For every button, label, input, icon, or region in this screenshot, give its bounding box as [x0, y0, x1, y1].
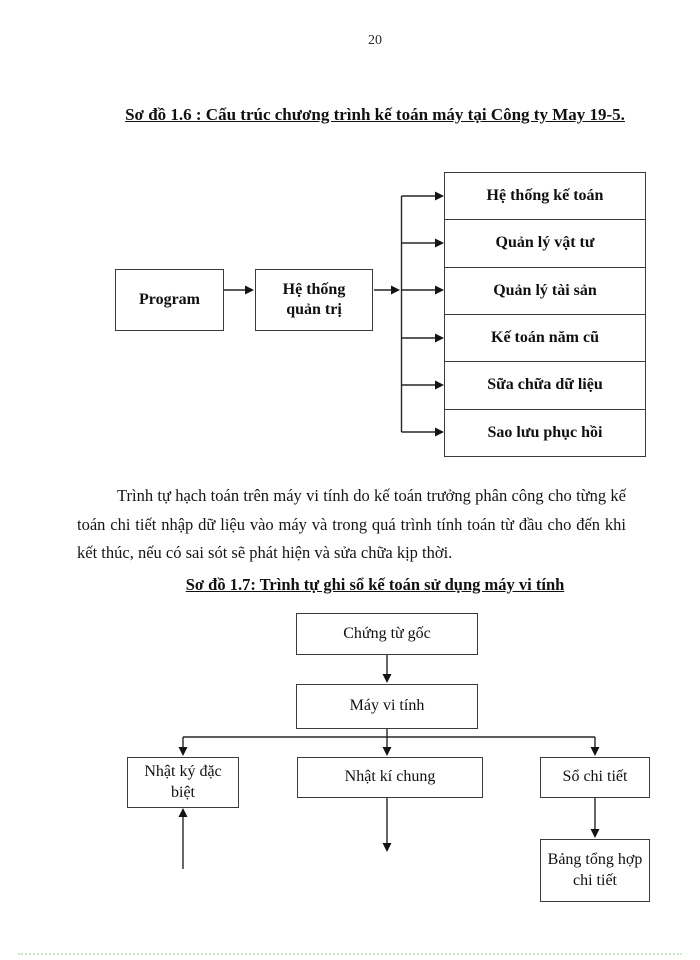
arrow-spine-to-module-3 [401, 285, 444, 295]
arrow-to-special-journal [178, 737, 188, 756]
arrow-spine-to-module-6 [401, 427, 444, 437]
arrow-spine-to-module-1 [401, 191, 444, 201]
diagram2-title: Sơ đồ 1.7: Trình tự ghi sổ kế toán sử dụ… [185, 575, 565, 594]
distributor-line [183, 729, 595, 738]
node-special-journal: Nhật ký đặc biệt [127, 757, 239, 808]
node-module-accounting-system: Hệ thống kế toán [486, 187, 604, 205]
arrow-spine-to-module-4 [401, 333, 444, 343]
arrow-into-special-journal-up [178, 808, 188, 869]
node-module-materials-management: Quản lý vật tư [445, 219, 645, 266]
node-module-previous-year-accounting: Kế toán năm cũ [445, 313, 645, 361]
node-general-journal: Nhật kí chung [297, 757, 483, 798]
arrow-to-detail-book [590, 737, 600, 756]
node-module-backup-restore: Sao lưu phục hồi [445, 408, 645, 456]
arrow-admin-to-spine [374, 285, 400, 295]
page-break-marker [18, 953, 682, 955]
arrow-spine-to-module-2 [401, 238, 444, 248]
module-stack: Hệ thống kế toán Quản lý vật tư Quản lý … [444, 172, 646, 457]
node-detail-book: Sổ chi tiết [540, 757, 650, 798]
arrow-program-to-admin [224, 285, 254, 295]
arrow-detail-book-to-summary [590, 798, 600, 838]
arrow-from-general-journal-down [382, 798, 392, 852]
node-computer: Máy vi tính [296, 684, 478, 729]
arrow-spine-to-module-5 [401, 380, 444, 390]
node-program: Program [115, 269, 224, 331]
page-number: 20 [368, 33, 382, 48]
node-module-asset-management: Quản lý tài sản [445, 266, 645, 314]
node-detail-summary: Bảng tổng hợp chi tiết [540, 839, 650, 902]
arrow-to-general-journal [382, 737, 392, 756]
node-admin-system: Hệ thống quản trị [255, 269, 373, 331]
arrow-source-to-computer [382, 655, 392, 683]
node-source-document: Chứng từ gốc [296, 613, 478, 655]
node-module-data-repair: Sữa chữa dữ liệu [445, 361, 645, 408]
body-paragraph: Trình tự hạch toán trên máy vi tính do k… [77, 486, 626, 562]
diagram1-title: Sơ đồ 1.6 : Cấu trúc chương trình kế toá… [125, 105, 625, 124]
